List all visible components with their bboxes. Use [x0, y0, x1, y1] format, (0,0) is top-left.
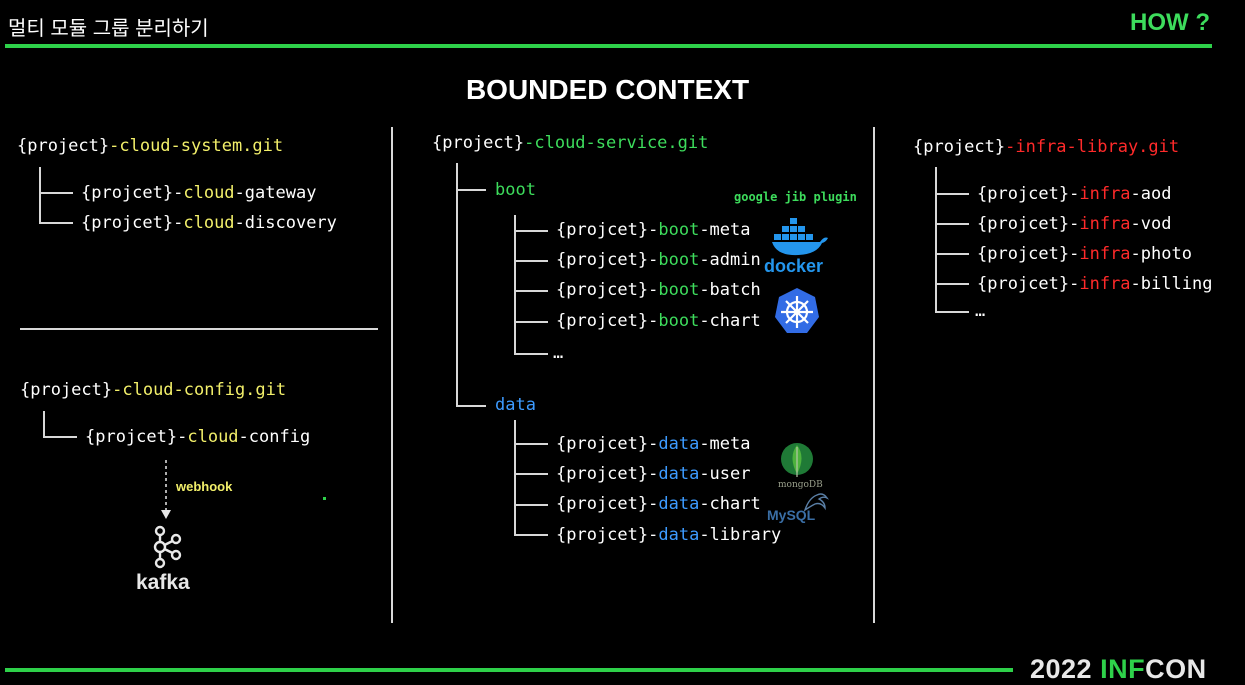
how-label: HOW ? — [1130, 9, 1210, 36]
module-boot-meta: {projcet}-boot-meta — [556, 220, 751, 240]
tree-line — [39, 167, 41, 223]
tree-branch — [514, 443, 548, 445]
module-data-user: {projcet}-data-user — [556, 464, 751, 484]
tree-branch — [456, 189, 486, 191]
module-boot-chart: {projcet}-boot-chart — [556, 311, 761, 331]
mongodb-label: mongoDB — [778, 480, 823, 490]
tree-branch — [935, 193, 969, 195]
section-heading: BOUNDED CONTEXT — [465, 74, 750, 105]
mysql-label: MySQL — [767, 507, 816, 523]
tree-branch — [514, 260, 548, 262]
repo-cloud-service: {project}-cloud-service.git — [432, 133, 709, 153]
docker-whale-icon — [772, 218, 828, 256]
tree-branch — [514, 534, 548, 536]
page-title: 멀티 모듈 그룹 분리하기 — [8, 18, 209, 40]
kafka-icon — [153, 525, 182, 569]
tree-line — [43, 411, 45, 437]
module-cloud-discovery: {projcet}-cloud-discovery — [81, 213, 337, 233]
tree-branch — [514, 353, 548, 355]
tree-branch — [935, 253, 969, 255]
tree-branch — [935, 223, 969, 225]
tree-branch — [39, 222, 73, 224]
left-section-divider — [20, 328, 378, 330]
module-infra-vod: {projcet}-infra-vod — [977, 214, 1172, 234]
repo-infra-library: {project}-infra-libray.git — [913, 137, 1180, 157]
repo-cloud-system: {project}-cloud-system.git — [17, 136, 284, 156]
kubernetes-icon — [775, 288, 819, 333]
tree-branch — [935, 283, 969, 285]
column-divider-right — [873, 127, 875, 623]
module-cloud-gateway: {projcet}-cloud-gateway — [81, 183, 317, 203]
webhook-arrow — [161, 460, 171, 519]
footer-brand: 2022 INFCON — [1030, 654, 1207, 684]
module-cloud-config: {projcet}-cloud-config — [85, 427, 311, 447]
module-data-chart: {projcet}-data-chart — [556, 494, 761, 514]
tree-branch — [43, 436, 77, 438]
repo-cloud-config: {project}-cloud-config.git — [20, 380, 287, 400]
module-boot-batch: {projcet}-boot-batch — [556, 280, 761, 300]
top-accent-bar — [5, 44, 1212, 48]
module-infra-aod: {projcet}-infra-aod — [977, 184, 1172, 204]
green-dot — [323, 497, 326, 500]
data-group-label: data — [495, 395, 536, 415]
module-boot-admin: {projcet}-boot-admin — [556, 250, 761, 270]
tree-line-boot — [514, 215, 516, 354]
mongodb-leaf-icon — [781, 443, 813, 477]
tree-branch — [514, 230, 548, 232]
infra-more-ellipsis: … — [975, 301, 986, 321]
module-infra-billing: {projcet}-infra-billing — [977, 274, 1213, 294]
tree-branch — [514, 321, 548, 323]
module-data-meta: {projcet}-data-meta — [556, 434, 751, 454]
module-data-library: {projcet}-data-library — [556, 525, 782, 545]
tree-line-service — [456, 163, 458, 406]
tree-branch — [39, 192, 73, 194]
tree-branch — [935, 311, 969, 313]
tree-branch — [514, 504, 548, 506]
bottom-accent-bar — [5, 668, 1013, 672]
docker-label: docker — [764, 256, 824, 276]
tree-line-data — [514, 420, 516, 536]
boot-more-ellipsis: … — [553, 343, 564, 363]
kafka-label: kafka — [136, 571, 190, 594]
tree-line-infra — [935, 167, 937, 312]
column-divider-left — [391, 127, 393, 623]
tree-branch — [514, 290, 548, 292]
mysql-dolphin-icon — [803, 493, 829, 512]
jib-plugin-note: google jib plugin — [734, 190, 857, 204]
tree-branch — [456, 405, 486, 407]
module-infra-photo: {projcet}-infra-photo — [977, 244, 1192, 264]
webhook-label: webhook — [176, 479, 233, 494]
tree-branch — [514, 473, 548, 475]
boot-group-label: boot — [495, 180, 536, 200]
